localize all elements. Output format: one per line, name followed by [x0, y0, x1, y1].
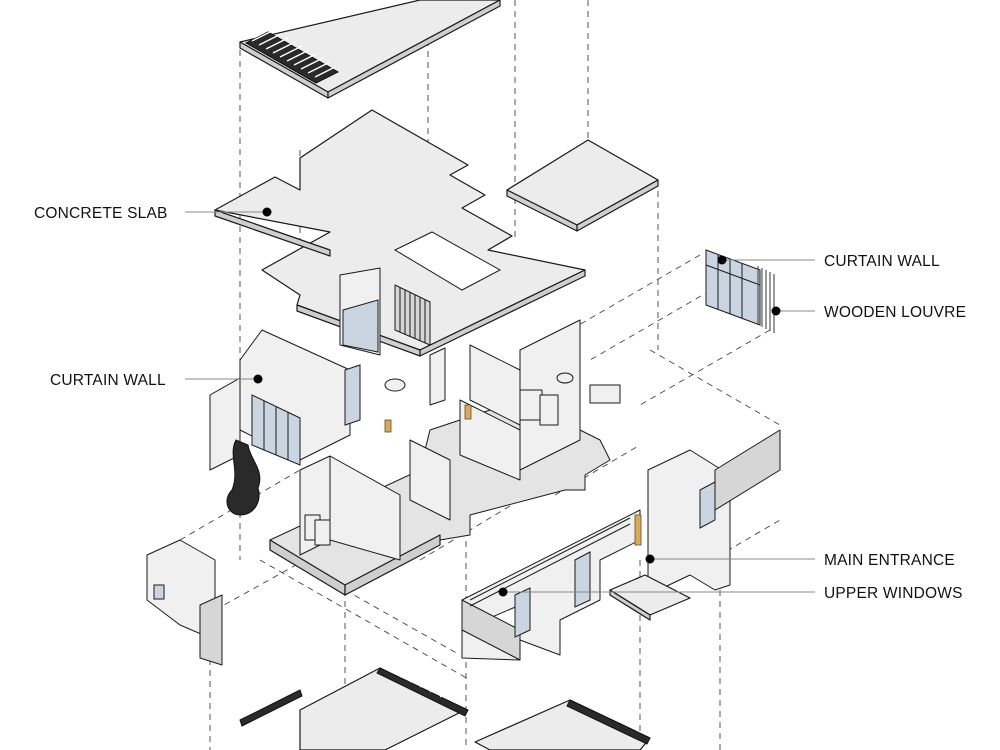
curtain-wall-panel: [705, 249, 775, 333]
roof-slab: [239, 0, 501, 99]
label-wooden-louvre: WOODEN LOUVRE: [824, 304, 966, 321]
leader-lines: [185, 207, 815, 597]
upper-windows-marker: [498, 587, 508, 597]
concrete-slab: [214, 109, 586, 357]
ground-floor-block: [209, 267, 621, 596]
annotation-labels: CONCRETE SLAB CURTAIN WALL CURTAIN WALL …: [34, 205, 966, 602]
roof-vent-grille: [244, 29, 340, 84]
main-entrance-marker: [645, 554, 655, 564]
concrete-slab-marker: [262, 207, 272, 217]
label-main-entrance: MAIN ENTRANCE: [824, 552, 955, 569]
foundation-plan: [239, 667, 651, 750]
wooden-louvre: [757, 266, 775, 333]
left-detached-wall: [146, 539, 223, 666]
curtain-wall-left-marker: [253, 374, 263, 384]
front-wall: [461, 509, 642, 661]
small-slab: [506, 139, 659, 232]
label-curtain-wall-right: CURTAIN WALL: [824, 253, 940, 270]
curtain-wall-right-marker: [717, 255, 727, 265]
upper-window-strip: [469, 517, 631, 607]
tree: [226, 439, 261, 516]
label-upper-windows: UPPER WINDOWS: [824, 585, 963, 602]
label-curtain-wall-left: CURTAIN WALL: [50, 372, 166, 389]
wooden-louvre-marker: [771, 306, 781, 316]
label-concrete-slab: CONCRETE SLAB: [34, 205, 168, 222]
